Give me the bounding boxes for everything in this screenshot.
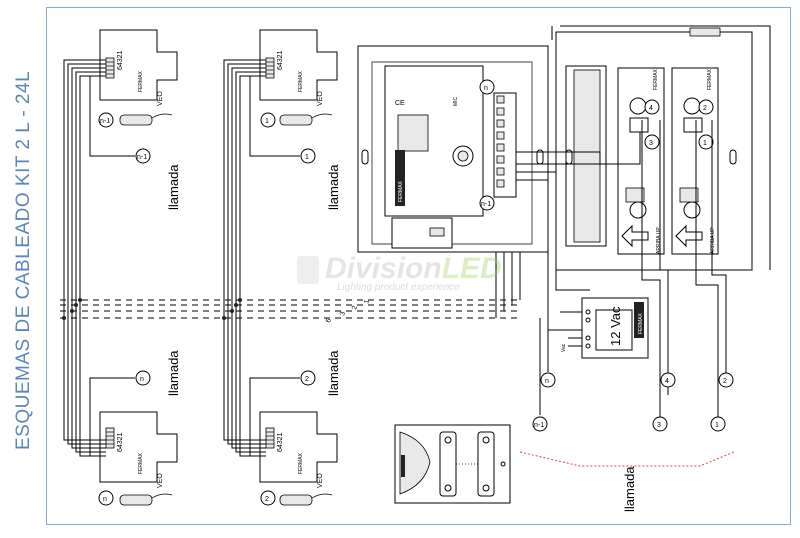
module-brand: FERMAX — [707, 69, 713, 91]
door-panel-housing: CE MIC FERMAX n n-1 — [357, 45, 549, 253]
call-id: 4 — [665, 378, 669, 385]
lead-wires — [539, 318, 549, 415]
power-terminal-label: Vac — [561, 343, 567, 352]
monitor-bottom-left: 64321 FERMAX VEO n — [98, 411, 178, 506]
watermark-brand: DivisionLED — [325, 252, 502, 285]
call-id: 3 — [657, 422, 661, 429]
call-label: llamada — [326, 350, 341, 396]
door-panel-front — [394, 424, 511, 504]
riser-wires-left — [63, 59, 106, 457]
call-label: llamada — [326, 164, 341, 210]
module-id: 3 — [649, 140, 653, 147]
monitor-brand: FERMAX — [138, 71, 144, 93]
watermark-logo: DivisionLED Lighting product experience — [297, 252, 502, 292]
call-wires — [89, 76, 300, 456]
monitor-terminals: 64321 — [117, 50, 124, 70]
bus-labels: 6 3 2 1 — [325, 299, 371, 324]
monitor-bottom-middle: 64321 FERMAX VEO 2 — [259, 411, 338, 506]
call-label: llamada — [622, 466, 637, 512]
call-markers: n-1 1 n 2 n n-1 4 3 2 1 — [135, 148, 734, 432]
module-id: 2 — [703, 105, 707, 112]
bus-number: 6 — [325, 318, 333, 324]
monitor-model: VEO — [317, 473, 324, 488]
monitor-brand: FERMAX — [298, 71, 304, 93]
call-id: 2 — [723, 378, 727, 385]
monitor-brand: FERMAX — [298, 453, 304, 475]
terminal-strip — [496, 95, 505, 188]
monitor-terminals: 64321 — [277, 50, 284, 70]
riser-wires-middle — [223, 59, 266, 457]
diagram-frame — [46, 7, 791, 525]
call-id: 1 — [715, 422, 719, 429]
power-supply-label: 12 Vac — [608, 306, 623, 346]
power-supply: 12 Vac FERMAX Vac — [548, 297, 649, 359]
bus-number: 3 — [339, 311, 347, 317]
monitor-id: 2 — [265, 496, 269, 503]
call-labels: llamada llamada llamada llamada llamada — [166, 164, 637, 512]
call-label: llamada — [166, 350, 181, 396]
monitor-id: 1 — [265, 118, 269, 125]
monitor-top-left: 64321 FERMAX VEO n-1 — [98, 29, 178, 128]
monitor-brand: FERMAX — [138, 453, 144, 475]
call-zone-line — [519, 451, 735, 467]
monitor-model: VEO — [157, 473, 164, 488]
bus-number: 2 — [351, 305, 359, 311]
monitor-top-middle: 64321 FERMAX VEO 1 — [259, 29, 338, 128]
bus-number: 1 — [363, 299, 371, 305]
call-id: n — [545, 378, 549, 385]
monitor-model: VEO — [317, 91, 324, 106]
monitor-model: VEO — [157, 91, 164, 106]
call-label: llamada — [166, 164, 181, 210]
call-id: n-1 — [534, 422, 544, 429]
arrow-label: ARRIBA UP — [656, 227, 662, 254]
arrow-label: ARRIBA UP — [710, 227, 716, 254]
panel-id-top: n — [484, 85, 488, 92]
call-id: n-1 — [137, 154, 147, 161]
power-supply-brand: FERMAX — [638, 313, 644, 335]
module-brand: FERMAX — [653, 69, 659, 91]
watermark-badge-icon — [297, 256, 319, 284]
panel-module-wires — [516, 25, 771, 420]
mic-label: MIC — [453, 96, 459, 106]
panel-brand: FERMAX — [398, 181, 404, 203]
bus-wires — [60, 250, 521, 320]
module-enclosure: FERMAX FERMAX ARRIBA UP ARRIBA UP 4 3 2 … — [555, 27, 753, 271]
call-id: 2 — [305, 376, 309, 383]
monitor-terminals: 64321 — [117, 432, 124, 452]
monitor-id: n-1 — [100, 118, 110, 125]
ce-mark: CE — [395, 100, 405, 107]
call-id: n — [140, 376, 144, 383]
monitor-id: n — [103, 496, 107, 503]
call-id: 1 — [305, 154, 309, 161]
module-id: 4 — [649, 105, 653, 112]
module-id: 1 — [703, 140, 707, 147]
watermark-tagline: Lighting product experience — [337, 282, 460, 292]
monitor-terminals: 64321 — [277, 432, 284, 452]
panel-id-bottom: n-1 — [481, 201, 491, 208]
